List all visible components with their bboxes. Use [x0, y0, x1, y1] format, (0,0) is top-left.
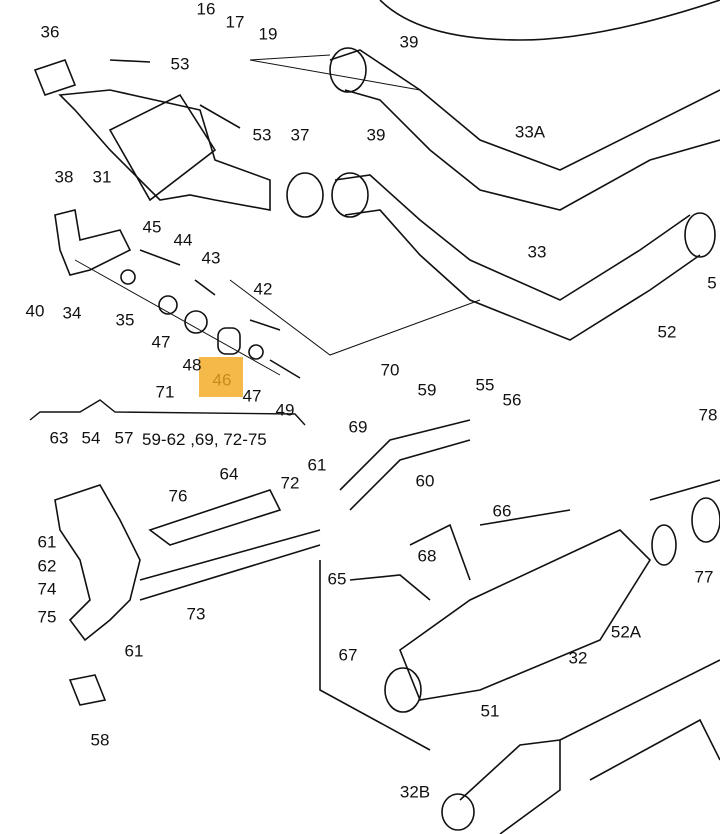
label-34: 34 — [62, 303, 82, 323]
label-47: 47 — [151, 332, 171, 352]
label-16: 16 — [196, 0, 216, 19]
front-pipe — [58, 89, 271, 211]
muffler-32b — [459, 718, 720, 834]
label-70: 70 — [380, 360, 400, 380]
flange-upper — [329, 47, 367, 93]
label-71: 71 — [155, 382, 175, 402]
label-36: 36 — [40, 22, 60, 42]
label-33: 33 — [527, 242, 547, 262]
label-35: 35 — [115, 310, 135, 330]
label-19: 19 — [258, 24, 278, 44]
label-17: 17 — [225, 12, 245, 32]
flange-rear — [384, 667, 422, 713]
bracket-34 — [54, 209, 132, 276]
pipe-33a — [329, 49, 720, 211]
flange-36 — [33, 59, 77, 96]
label-37: 37 — [290, 125, 310, 145]
label-56: 56 — [502, 390, 522, 410]
label-32: 32 — [568, 648, 588, 668]
label-65: 65 — [327, 569, 347, 589]
spring-43 — [194, 279, 216, 296]
muffler-32 — [399, 529, 652, 701]
label-47b: 47 — [242, 386, 262, 406]
label-60: 60 — [415, 471, 435, 491]
flange-77 — [691, 497, 720, 543]
label-61: 61 — [307, 455, 327, 475]
label-61c: 61 — [124, 641, 144, 661]
flange-32b — [441, 793, 475, 831]
gasket-37 — [286, 172, 324, 218]
label-77: 77 — [694, 567, 714, 587]
pipe-33 — [334, 174, 701, 341]
label-61b: 61 — [37, 532, 57, 552]
label-51: 51 — [480, 701, 500, 721]
part-46 — [217, 327, 241, 355]
label-59: 59 — [417, 380, 437, 400]
label-5: 5 — [707, 273, 717, 293]
label-53: 53 — [170, 54, 190, 74]
label-57: 57 — [114, 428, 134, 448]
label-39: 39 — [399, 32, 419, 52]
label-44: 44 — [173, 230, 193, 250]
label-69: 69 — [348, 417, 368, 437]
bolt-49 — [269, 359, 301, 379]
sensor-line-66 — [349, 509, 571, 601]
sensor-53 — [109, 59, 241, 129]
label-55: 55 — [475, 375, 495, 395]
group-range-text: 59-62 ,69, 72-75 — [142, 430, 267, 449]
flange-39 — [331, 172, 369, 218]
label-53b: 53 — [252, 125, 272, 145]
highlight-part-46 — [199, 357, 243, 397]
label-64: 64 — [219, 464, 239, 484]
catalyst-31 — [108, 93, 217, 202]
label-49: 49 — [275, 400, 295, 420]
label-31: 31 — [92, 167, 112, 187]
label-52a: 52A — [610, 622, 642, 642]
label-67: 67 — [338, 645, 358, 665]
washer-35 — [120, 269, 136, 285]
label-74: 74 — [37, 579, 57, 599]
clip-58 — [68, 674, 107, 706]
bush-48 — [184, 310, 208, 334]
label-63: 63 — [49, 428, 69, 448]
label-33a: 33A — [514, 122, 546, 142]
label-48: 48 — [182, 355, 202, 375]
label-39b: 39 — [366, 125, 386, 145]
label-66: 66 — [492, 501, 512, 521]
label-75: 75 — [37, 607, 57, 627]
label-73: 73 — [186, 604, 206, 624]
label-72: 72 — [280, 473, 300, 493]
connector-54 — [54, 484, 141, 642]
label-45: 45 — [142, 217, 162, 237]
gasket-77 — [651, 524, 677, 566]
pipe-73 — [139, 529, 321, 601]
label-46-highlighted[interactable]: 46 — [212, 370, 232, 390]
upper-pipe — [379, 0, 720, 41]
line-72 — [148, 489, 282, 546]
label-32b: 32B — [399, 782, 431, 802]
label-42: 42 — [253, 279, 273, 299]
hose-59-60 — [339, 419, 471, 511]
label-62: 62 — [37, 556, 57, 576]
label-54: 54 — [81, 428, 101, 448]
flange-right — [684, 212, 716, 258]
label-58: 58 — [90, 730, 110, 750]
group-bracket — [29, 399, 306, 426]
label-76: 76 — [168, 486, 188, 506]
label-38: 38 — [54, 167, 74, 187]
label-68: 68 — [417, 546, 437, 566]
label-43: 43 — [201, 248, 221, 268]
label-40: 40 — [25, 301, 45, 321]
bush-47 — [158, 295, 178, 315]
bolt-45 — [139, 249, 281, 331]
washer-47 — [248, 344, 264, 360]
label-78: 78 — [698, 405, 718, 425]
label-52: 52 — [657, 322, 677, 342]
